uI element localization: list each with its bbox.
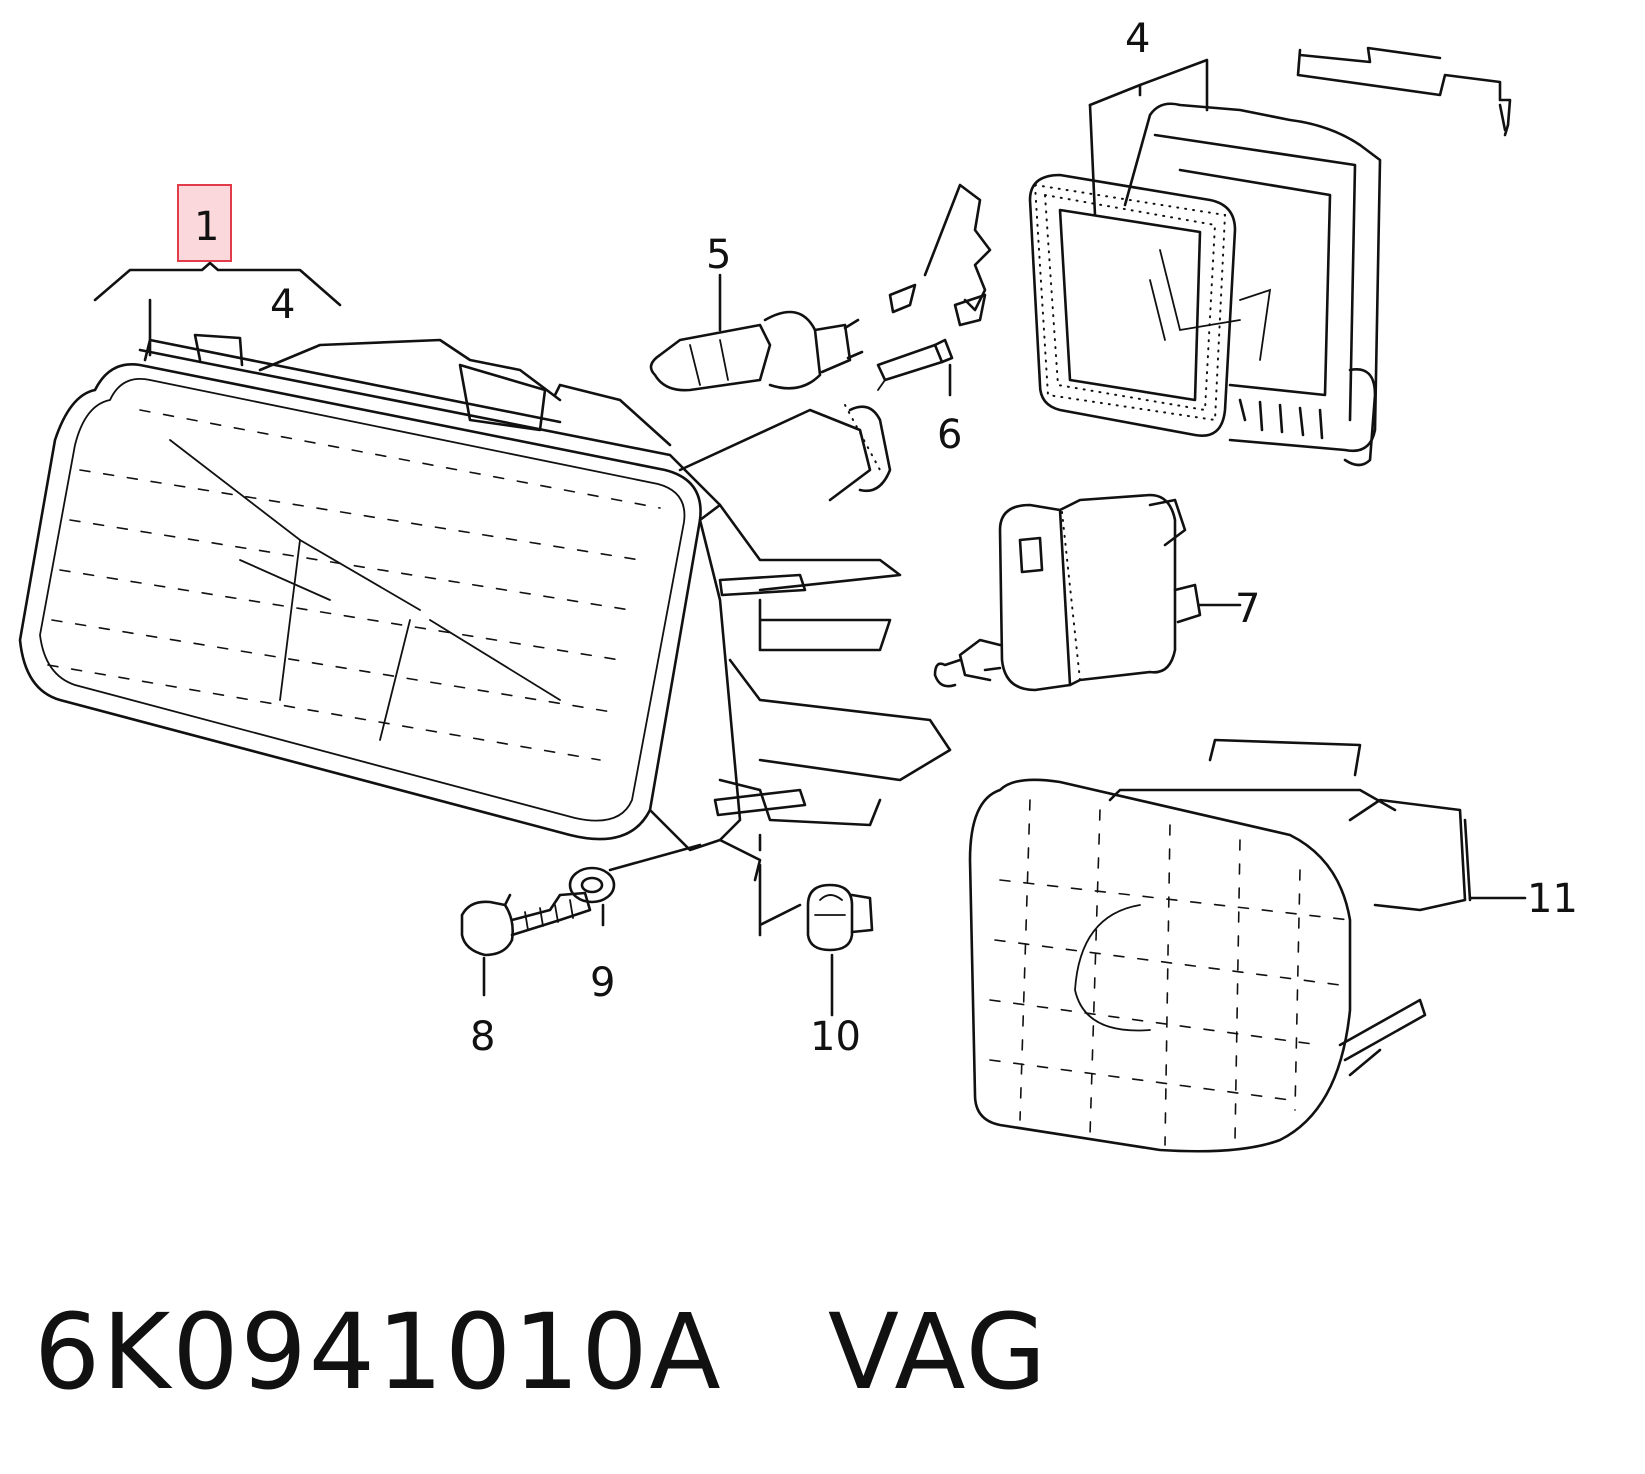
callout-9: 9 xyxy=(590,960,615,1006)
indicator-lamp xyxy=(968,738,1472,1153)
callout-5: 5 xyxy=(706,232,731,278)
headlamp-assembly xyxy=(18,333,952,882)
callout-10: 10 xyxy=(810,1014,861,1060)
bolt xyxy=(460,891,592,957)
callout-7: 7 xyxy=(1235,586,1260,632)
callout-11: 11 xyxy=(1527,876,1578,922)
rubber-cover xyxy=(1028,102,1382,467)
bulb-small xyxy=(876,338,954,391)
washer xyxy=(568,866,616,904)
callout-labels: 1 4 4 5 6 7 8 9 10 11 xyxy=(177,16,1578,1060)
callout-1-highlight xyxy=(177,184,232,262)
callout-1: 1 xyxy=(194,204,219,250)
caption-gap xyxy=(723,1291,828,1413)
part-number: 6K0941010A xyxy=(34,1291,723,1413)
callout-6: 6 xyxy=(937,412,962,458)
headlight-range-motor xyxy=(933,493,1202,692)
leader-lines xyxy=(93,58,1527,1017)
callout-4-left: 4 xyxy=(270,282,295,328)
clip-nut xyxy=(806,883,874,952)
callout-4-top: 4 xyxy=(1125,16,1150,62)
mounting-plate xyxy=(1296,46,1512,137)
part-caption: 6K0941010A VAG xyxy=(34,1300,1048,1404)
brand-name: VAG xyxy=(827,1291,1049,1413)
bracket-clip xyxy=(888,183,992,327)
callout-8: 8 xyxy=(470,1014,495,1060)
bulb-h4 xyxy=(649,310,864,392)
